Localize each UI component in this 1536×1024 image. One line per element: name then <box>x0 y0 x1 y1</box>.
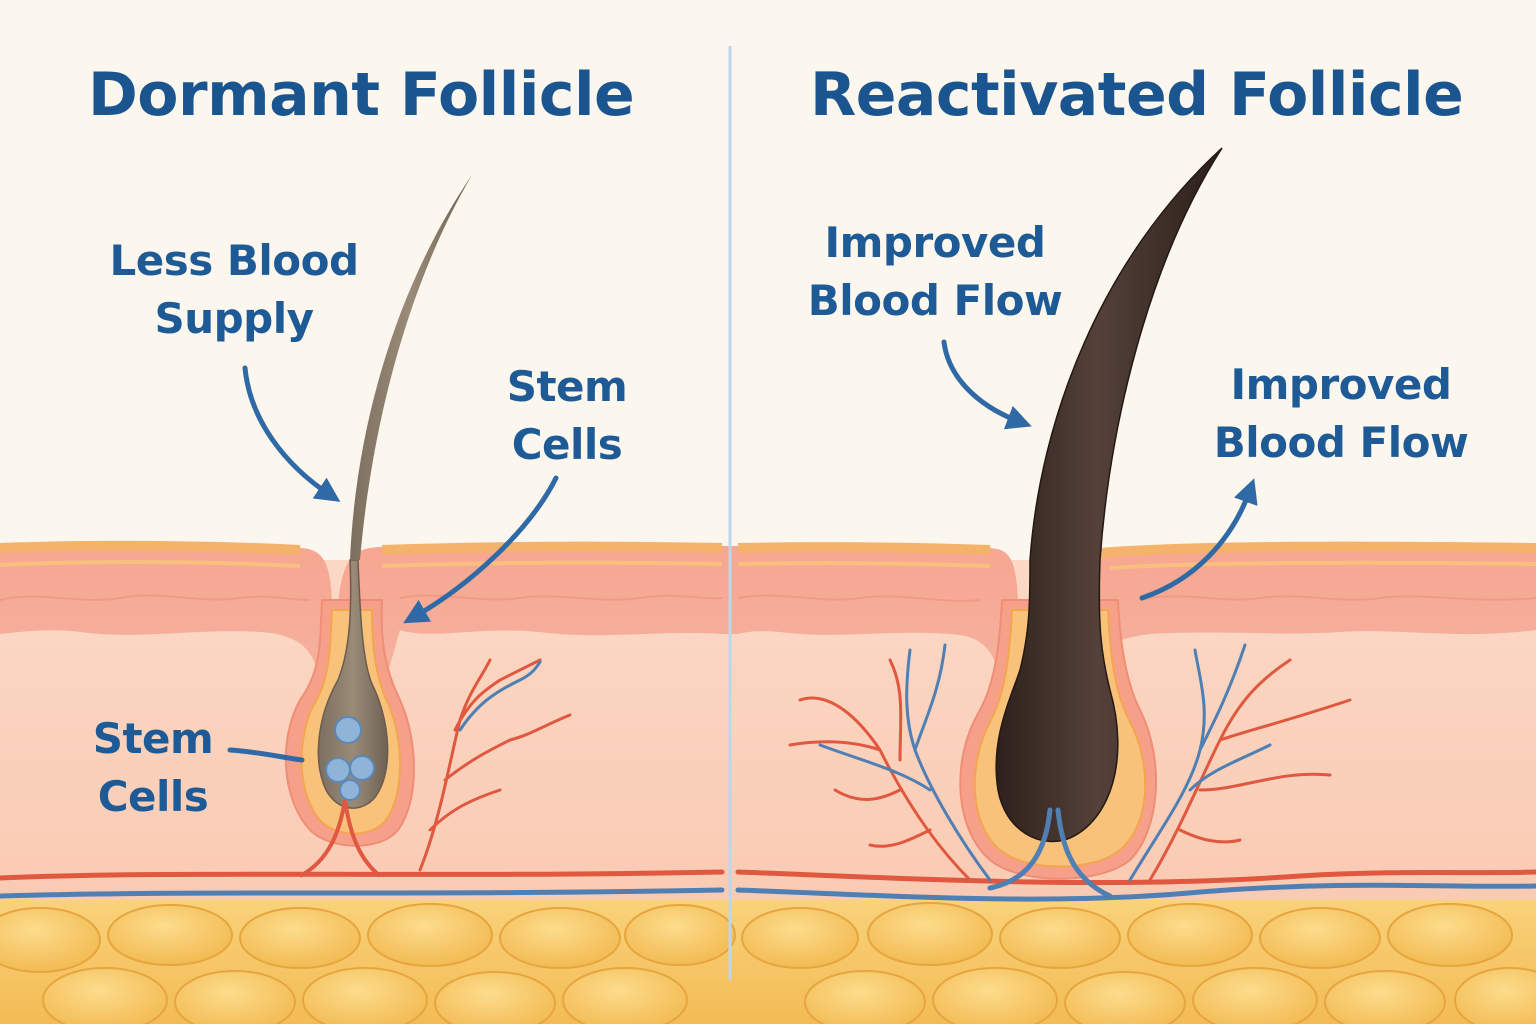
epidermis-top-line <box>0 540 1536 558</box>
label-improved-blood-flow-right: Improved Blood Flow <box>1206 356 1476 472</box>
dormant-stem-cells <box>325 716 375 801</box>
label-stem-upper-line1: Stem <box>506 362 628 411</box>
label-stem-lower-line2: Cells <box>97 772 209 821</box>
active-hair <box>995 147 1223 843</box>
dormant-hair-bulb <box>317 559 389 809</box>
epidermis-wave <box>0 594 1536 602</box>
dormant-artery-branch <box>299 799 382 878</box>
label-flow-left-line1: Improved <box>824 218 1046 267</box>
active-veins-right <box>1128 643 1272 882</box>
vein-main <box>0 882 1536 902</box>
label-flow-left-line2: Blood Flow <box>807 276 1063 325</box>
label-flow-right-line1: Improved <box>1230 360 1452 409</box>
label-less-blood-line1: Less Blood <box>109 236 359 285</box>
arrow-stem-upper <box>403 475 559 624</box>
arrow-flow-left <box>941 339 1032 430</box>
label-less-blood-supply: Less Blood Supply <box>104 232 364 348</box>
active-capillaries-left <box>788 658 972 882</box>
fat-cells <box>0 902 1536 1024</box>
arrow-less-blood <box>242 365 341 502</box>
dormant-follicle <box>284 175 572 878</box>
label-stem-upper-line2: Cells <box>511 420 623 469</box>
artery-main <box>0 869 1536 886</box>
reactivated-follicle <box>788 147 1352 899</box>
active-veins-left <box>818 643 992 882</box>
dormant-hair-shaft <box>350 175 472 560</box>
horizontal-vessels <box>0 869 1536 902</box>
arrow-flow-right <box>1139 478 1258 601</box>
label-improved-blood-flow-left: Improved Blood Flow <box>800 214 1070 330</box>
label-stem-cells-lower: Stem Cells <box>78 710 228 826</box>
label-stem-cells-upper: Stem Cells <box>492 358 642 474</box>
label-arrows <box>227 339 1258 763</box>
label-less-blood-line2: Supply <box>154 294 314 343</box>
dormant-title: Dormant Follicle <box>88 60 635 130</box>
active-capillaries-right <box>1148 658 1352 882</box>
label-flow-right-line2: Blood Flow <box>1213 418 1469 467</box>
dormant-vein-branch <box>458 660 542 732</box>
arrow-stem-lower <box>227 747 305 763</box>
reactivated-title: Reactivated Follicle <box>810 60 1464 130</box>
epidermis-stripe <box>0 560 1536 570</box>
dormant-capillaries <box>418 658 572 872</box>
active-vein-branch <box>987 807 1113 899</box>
label-stem-lower-line1: Stem <box>92 714 214 763</box>
